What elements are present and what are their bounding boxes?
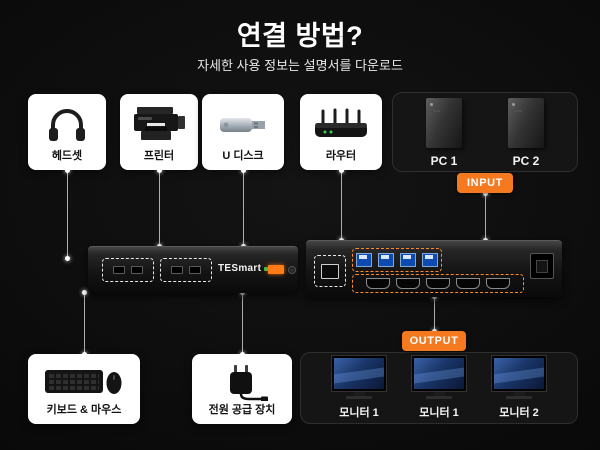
- connector-dot: [82, 352, 87, 357]
- front-port: [113, 266, 125, 274]
- monitor-label: 모니터 1: [339, 407, 379, 419]
- monitor-label: 모니터 2: [499, 407, 539, 419]
- headset-icon: [45, 103, 89, 147]
- connector-dot: [483, 191, 488, 196]
- brand-text: TESmart: [218, 263, 262, 274]
- monitor-screen: [492, 356, 546, 391]
- monitor-screen: [412, 356, 466, 391]
- front-port: [171, 266, 183, 274]
- card-power-supply: 전원 공급 장치: [192, 354, 292, 424]
- input-badge: INPUT: [457, 173, 513, 193]
- card-monitors: 모니터 1 모니터 1 모니터 2: [300, 352, 578, 424]
- monitor-1: 모니터 1: [332, 356, 386, 420]
- monitor-stand: [513, 391, 525, 396]
- pc-label: PC 1: [430, 154, 458, 168]
- monitor-2: 모니터 1: [412, 356, 466, 420]
- lan-port-group: [314, 255, 346, 287]
- pc-2: PC 2: [508, 98, 544, 168]
- kvm-front-panel: TESmart: [88, 246, 298, 293]
- line-usb: [243, 170, 244, 246]
- connector-dot: [65, 168, 70, 173]
- hdmi-port: [366, 278, 390, 289]
- card-usb-disk: U 디스크: [202, 94, 284, 170]
- line-power: [242, 292, 243, 354]
- usb-port: [422, 253, 438, 267]
- brand-dot-icon: [264, 266, 269, 271]
- hdmi-port-group: [352, 274, 524, 293]
- card-label: 라우터: [325, 150, 357, 162]
- card-printer: 프린터: [120, 94, 198, 170]
- line-output: [434, 296, 435, 331]
- card-headset: 헤드셋: [28, 94, 106, 170]
- card-label: 헤드셋: [51, 150, 83, 162]
- card-label: 프린터: [143, 150, 175, 162]
- line-headset: [67, 170, 68, 258]
- pc-1: PC 1: [426, 98, 462, 168]
- monitor-label: 모니터 1: [419, 407, 459, 419]
- front-lcd-display: [268, 265, 284, 274]
- line-keyboard: [84, 292, 85, 354]
- card-label: 키보드 & 마우스: [46, 404, 122, 416]
- monitor-screen: [332, 356, 386, 391]
- line-input: [485, 193, 486, 240]
- connector-dot: [157, 168, 162, 173]
- usb-input-group: [352, 248, 442, 272]
- usb-port: [378, 253, 394, 267]
- monitor-stand: [353, 391, 365, 396]
- connector-dot: [241, 168, 246, 173]
- kvm-back-panel: [306, 240, 562, 297]
- power-socket: [530, 253, 554, 279]
- hdmi-port: [426, 278, 450, 289]
- ir-window-icon: [288, 266, 296, 274]
- monitor-icon: [492, 356, 546, 399]
- front-port: [189, 266, 201, 274]
- monitor-3: 모니터 2: [492, 356, 546, 420]
- rj45-port: [321, 263, 339, 279]
- card-router: 라우터: [300, 94, 382, 170]
- hdmi-port: [396, 278, 420, 289]
- connector-dot: [240, 352, 245, 357]
- output-badge: OUTPUT: [402, 331, 466, 351]
- usb-drive-icon: [218, 103, 268, 147]
- card-pcs: PC 1 PC 2: [392, 92, 578, 172]
- pc-tower-icon: [426, 98, 462, 148]
- card-keyboard-mouse: 키보드 & 마우스: [28, 354, 140, 424]
- monitor-base: [426, 396, 452, 399]
- card-label: 전원 공급 장치: [208, 404, 276, 416]
- front-port: [131, 266, 143, 274]
- pc-label: PC 2: [512, 154, 540, 168]
- page-subtitle: 자세한 사용 정보는 설명서를 다운로드: [197, 58, 403, 73]
- monitor-base: [506, 396, 532, 399]
- hdmi-port: [456, 278, 480, 289]
- power-adapter-icon: [212, 363, 272, 401]
- monitor-base: [346, 396, 372, 399]
- page-title: 연결 방법?: [236, 21, 364, 51]
- router-icon: [311, 103, 371, 147]
- hdmi-port: [486, 278, 510, 289]
- usb-port: [356, 253, 372, 267]
- front-port-group-2: [160, 258, 212, 282]
- monitor-icon: [412, 356, 466, 399]
- keyboard-mouse-icon: [44, 363, 124, 401]
- line-router: [341, 170, 342, 240]
- printer-icon: [131, 103, 187, 147]
- connector-dot: [65, 256, 70, 261]
- connector-dot: [82, 290, 87, 295]
- front-port-group-1: [102, 258, 154, 282]
- connector-dot: [339, 168, 344, 173]
- monitor-stand: [433, 391, 445, 396]
- usb-port: [400, 253, 416, 267]
- card-label: U 디스크: [222, 150, 264, 162]
- line-printer: [159, 170, 160, 246]
- brand-logo: TESmart: [218, 263, 269, 274]
- monitor-icon: [332, 356, 386, 399]
- pc-tower-icon: [508, 98, 544, 148]
